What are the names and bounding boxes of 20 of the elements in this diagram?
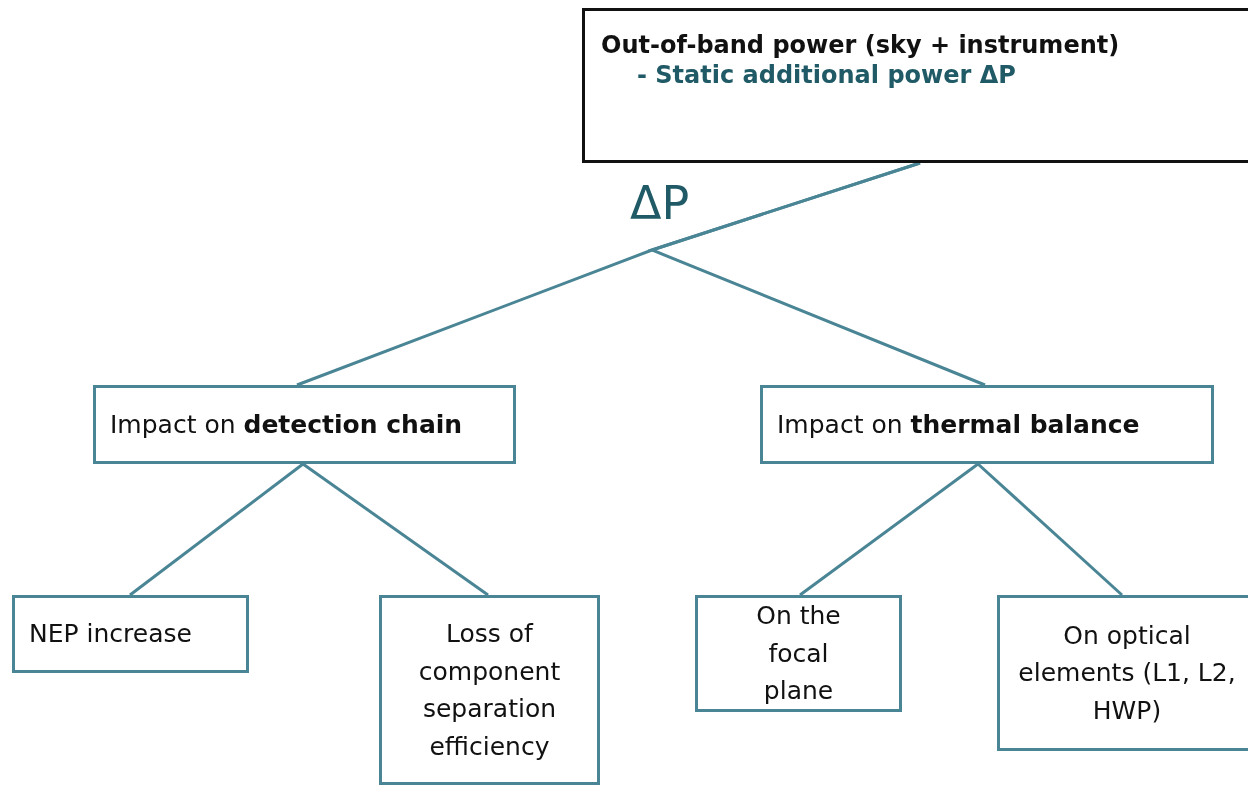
heading-box bbox=[582, 8, 1248, 163]
process-box bbox=[695, 595, 902, 712]
box-text: Loss of component separation efficiency bbox=[417, 618, 562, 763]
connector-line bbox=[129, 462, 304, 597]
process-box bbox=[379, 595, 600, 785]
connector-line bbox=[647, 161, 986, 387]
connector-line bbox=[302, 462, 489, 597]
box-heading: Out-of-band power (sky + instrument) bbox=[601, 31, 1120, 60]
bullet-text: - Static additional power ΔP bbox=[636, 59, 1016, 91]
process-box bbox=[93, 385, 516, 464]
box-text: NEP increase bbox=[29, 618, 192, 651]
box-text: On the focal plane bbox=[755, 600, 842, 708]
connector-line bbox=[977, 462, 1123, 597]
box-text: On optical elements (L1, L2, HWP) bbox=[1017, 619, 1237, 727]
box-text: Impact on detection chain bbox=[110, 408, 463, 441]
process-box bbox=[12, 595, 249, 673]
process-box bbox=[997, 595, 1248, 751]
connector-line bbox=[799, 462, 979, 597]
box-text: Impact on thermal balance bbox=[777, 408, 1140, 441]
process-box bbox=[760, 385, 1214, 464]
